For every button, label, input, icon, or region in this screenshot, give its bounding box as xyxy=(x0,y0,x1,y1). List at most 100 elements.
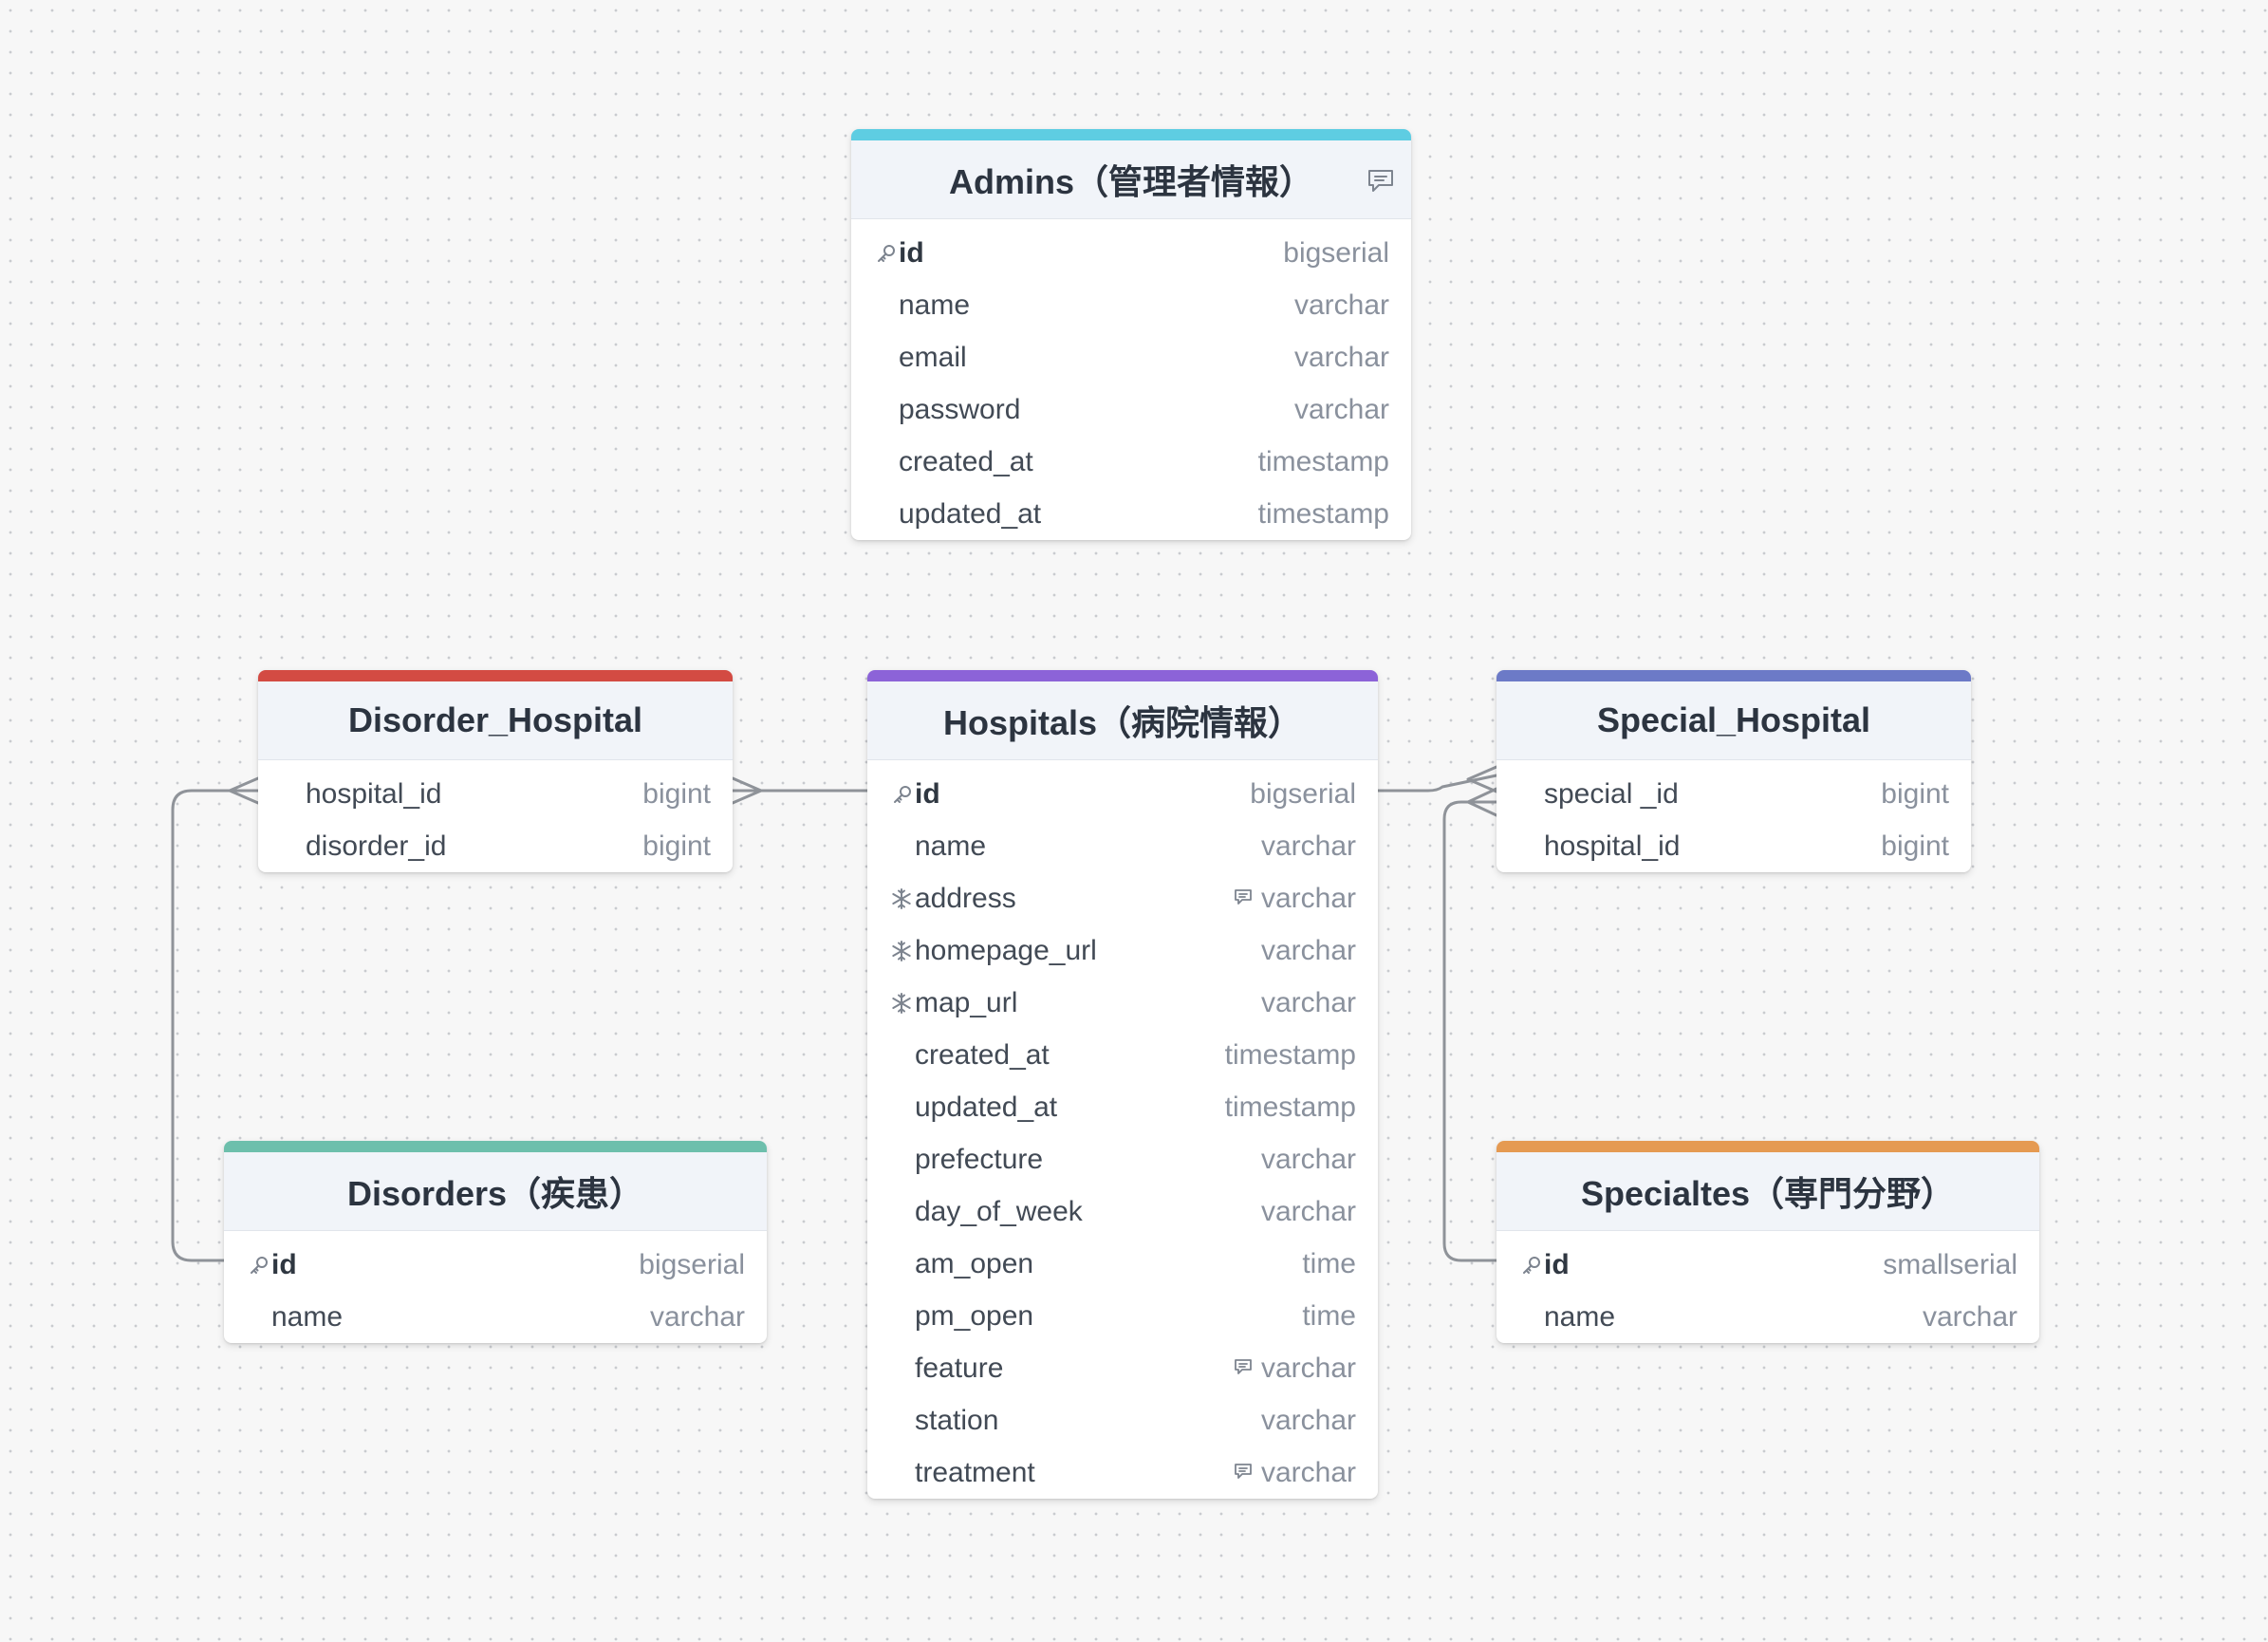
column-type-label: varchar xyxy=(649,1300,745,1333)
column-row[interactable]: homepage_url varchar xyxy=(867,924,1378,977)
primary-key-icon xyxy=(851,243,899,264)
column-type-label: smallserial xyxy=(1883,1248,2017,1280)
column-row[interactable]: hospital_id bigint xyxy=(258,768,733,820)
table-accent-bar xyxy=(1497,670,1971,681)
relation-line-special-hospital-to-specialtes xyxy=(1442,800,1498,1262)
note-icon[interactable] xyxy=(1233,1353,1261,1385)
column-name: feature xyxy=(915,1352,1004,1384)
table-header[interactable]: Hospitals（病院情報） xyxy=(867,681,1378,760)
table-accent-bar xyxy=(224,1141,767,1152)
column-row[interactable]: disorder_id bigint xyxy=(258,820,733,872)
unique-icon xyxy=(867,992,915,1015)
column-name: am_open xyxy=(915,1247,1034,1279)
crows-foot-disorder-hospital-right xyxy=(731,776,763,805)
column-type-label: varchar xyxy=(1260,934,1356,966)
column-name: day_of_week xyxy=(915,1195,1083,1227)
column-type: varchar xyxy=(1233,883,1356,915)
column-row[interactable]: pm_open time xyxy=(867,1290,1378,1342)
table-header[interactable]: Disorders（疾患） xyxy=(224,1152,767,1231)
column-name: prefecture xyxy=(915,1143,1044,1175)
column-type-label: varchar xyxy=(1922,1300,2017,1333)
column-type: bigint xyxy=(642,830,711,863)
column-type: varchar xyxy=(1294,342,1389,374)
column-type: timestamp xyxy=(1225,1039,1356,1072)
column-type: varchar xyxy=(1923,1301,2017,1334)
column-type: varchar xyxy=(1261,1144,1356,1176)
crows-foot-special-hospital-top xyxy=(1466,765,1498,793)
column-name: id xyxy=(899,236,924,269)
column-name: pm_open xyxy=(915,1299,1034,1332)
column-type-label: varchar xyxy=(1293,341,1389,373)
primary-key-icon xyxy=(867,784,915,805)
table-header[interactable]: Admins（管理者情報） xyxy=(851,140,1411,219)
note-icon[interactable] xyxy=(1233,883,1261,915)
column-type: timestamp xyxy=(1258,498,1389,531)
column-name: special _id xyxy=(1544,777,1679,810)
column-type: time xyxy=(1302,1248,1356,1280)
primary-key-icon xyxy=(1497,1255,1544,1276)
column-type-label: bigint xyxy=(642,777,711,810)
column-type: time xyxy=(1302,1300,1356,1333)
column-row[interactable]: prefecture varchar xyxy=(867,1133,1378,1185)
column-name: map_url xyxy=(915,986,1018,1018)
column-type-label: bigint xyxy=(642,830,711,862)
column-type-label: varchar xyxy=(1293,393,1389,425)
column-type-label: varchar xyxy=(1293,289,1389,321)
table-header[interactable]: Specialtes（専門分野） xyxy=(1497,1152,2039,1231)
column-type-label: bigserial xyxy=(1250,777,1356,810)
column-name: created_at xyxy=(899,445,1033,477)
column-name: homepage_url xyxy=(915,934,1097,966)
column-type-label: timestamp xyxy=(1257,497,1389,530)
note-icon[interactable] xyxy=(1233,1457,1261,1489)
table-header[interactable]: Disorder_Hospital xyxy=(258,681,733,760)
column-row[interactable]: am_open time xyxy=(867,1238,1378,1290)
unique-icon xyxy=(867,940,915,962)
table-title: Admins（管理者情報） xyxy=(948,162,1313,201)
column-name: disorder_id xyxy=(306,830,447,862)
column-name: updated_at xyxy=(915,1091,1058,1123)
column-type: varchar xyxy=(1261,935,1356,967)
column-type-label: time xyxy=(1302,1299,1356,1332)
table-title: Hospitals（病院情報） xyxy=(942,703,1303,742)
table-header[interactable]: Special_Hospital xyxy=(1497,681,1971,760)
column-name: hospital_id xyxy=(306,777,442,810)
column-type-label: varchar xyxy=(1260,882,1356,914)
column-name: station xyxy=(915,1404,999,1436)
column-type: varchar xyxy=(650,1301,745,1334)
column-type-label: varchar xyxy=(1260,1143,1356,1175)
column-row[interactable]: id bigserial xyxy=(851,227,1411,279)
column-type: bigint xyxy=(1881,830,1949,863)
relation-line-hospitals-to-special-hospital xyxy=(1376,774,1498,793)
column-type-label: bigserial xyxy=(1283,236,1389,269)
